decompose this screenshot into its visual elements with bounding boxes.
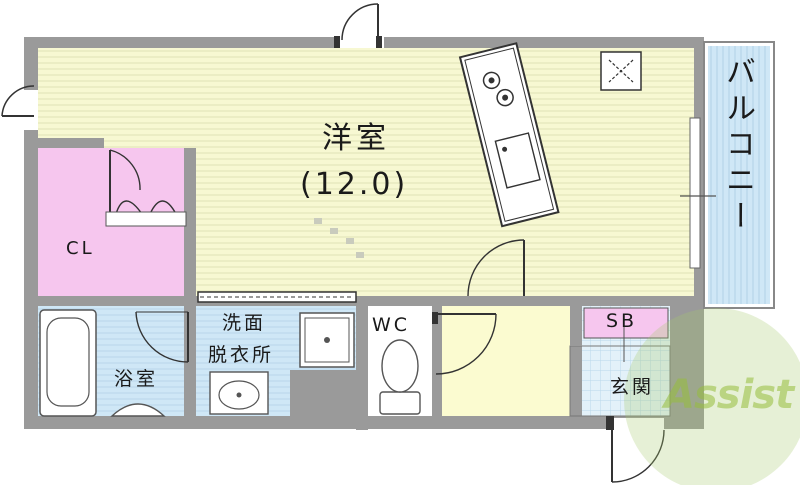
entrance-step bbox=[569, 345, 671, 417]
wc-door bbox=[432, 312, 497, 375]
bath-sink-icon bbox=[110, 403, 166, 417]
washing-machine-inner bbox=[304, 317, 350, 363]
bath-label: 浴室 bbox=[114, 368, 159, 390]
bathtub-inner bbox=[46, 317, 90, 407]
toilet-label: WC bbox=[372, 314, 411, 336]
watermark-logo: Assist bbox=[664, 372, 794, 418]
closet-wall-right bbox=[184, 148, 196, 298]
main-room-area-label: (12.0) bbox=[300, 167, 409, 202]
main-room-label: 洋室 bbox=[322, 121, 390, 156]
wall-hall-entrance bbox=[570, 306, 582, 346]
washroom-wall-divider bbox=[184, 306, 196, 416]
kitchen-counter bbox=[458, 42, 560, 228]
floor-marks bbox=[314, 218, 364, 258]
shoe-box bbox=[583, 307, 669, 339]
watermark-circle bbox=[624, 308, 800, 485]
closet-label: CL bbox=[66, 238, 95, 259]
left-door bbox=[1, 85, 38, 130]
balcony-label: バルコニー bbox=[720, 56, 755, 236]
balcony-window bbox=[689, 117, 701, 269]
entrance-door bbox=[606, 416, 665, 483]
closet-wall-top bbox=[38, 138, 104, 148]
washing-machine-drain-icon bbox=[324, 337, 330, 343]
toilet-bowl-icon bbox=[381, 339, 419, 393]
wall-wc-hall bbox=[432, 306, 442, 416]
hall-door bbox=[467, 239, 525, 297]
closet-doors bbox=[105, 149, 187, 227]
shoe-box-label: SB bbox=[606, 310, 638, 332]
wall-wash-wc bbox=[356, 296, 368, 430]
entrance-label: 玄関 bbox=[610, 376, 655, 398]
bath-door bbox=[135, 311, 189, 363]
top-door bbox=[334, 3, 384, 48]
washroom-label-line1: 洗面 bbox=[222, 312, 267, 334]
balcony-floor bbox=[708, 46, 770, 304]
toilet-tank bbox=[379, 391, 421, 415]
wash-basin-drain-icon bbox=[236, 392, 242, 398]
washroom-label-line2: 脱衣所 bbox=[208, 344, 275, 366]
hall-floor bbox=[442, 306, 570, 416]
